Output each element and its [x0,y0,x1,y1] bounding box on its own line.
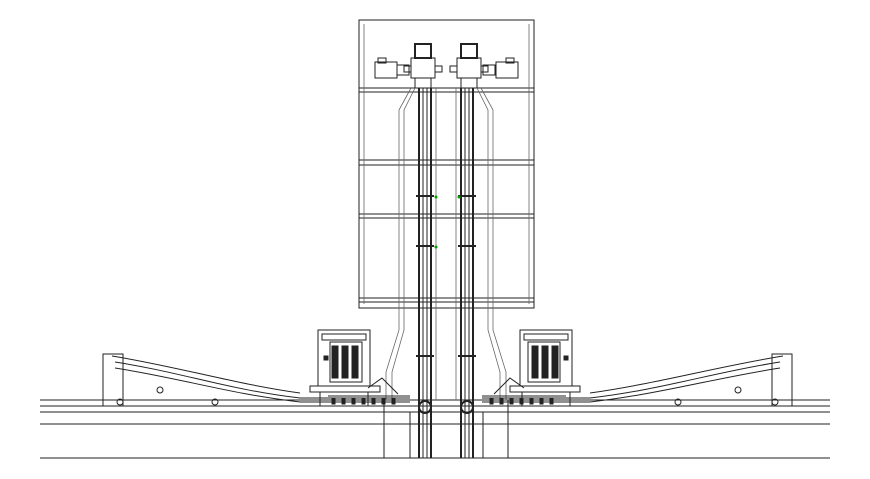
right-machine [509,329,581,406]
base-rollers-left [328,395,410,405]
right-conveyor [482,353,793,407]
right-drive-unit [449,43,519,88]
support-columns [383,400,509,458]
ground-lines [40,399,830,459]
green-markers [434,195,461,249]
right-elevator-shaft [455,87,507,458]
left-drive-unit [374,43,443,88]
chutes [367,377,525,395]
boot-pulleys [418,400,474,414]
left-machine [309,329,381,406]
tower-frame [358,19,535,309]
base-rollers-right [482,395,566,405]
left-conveyor [102,353,410,407]
